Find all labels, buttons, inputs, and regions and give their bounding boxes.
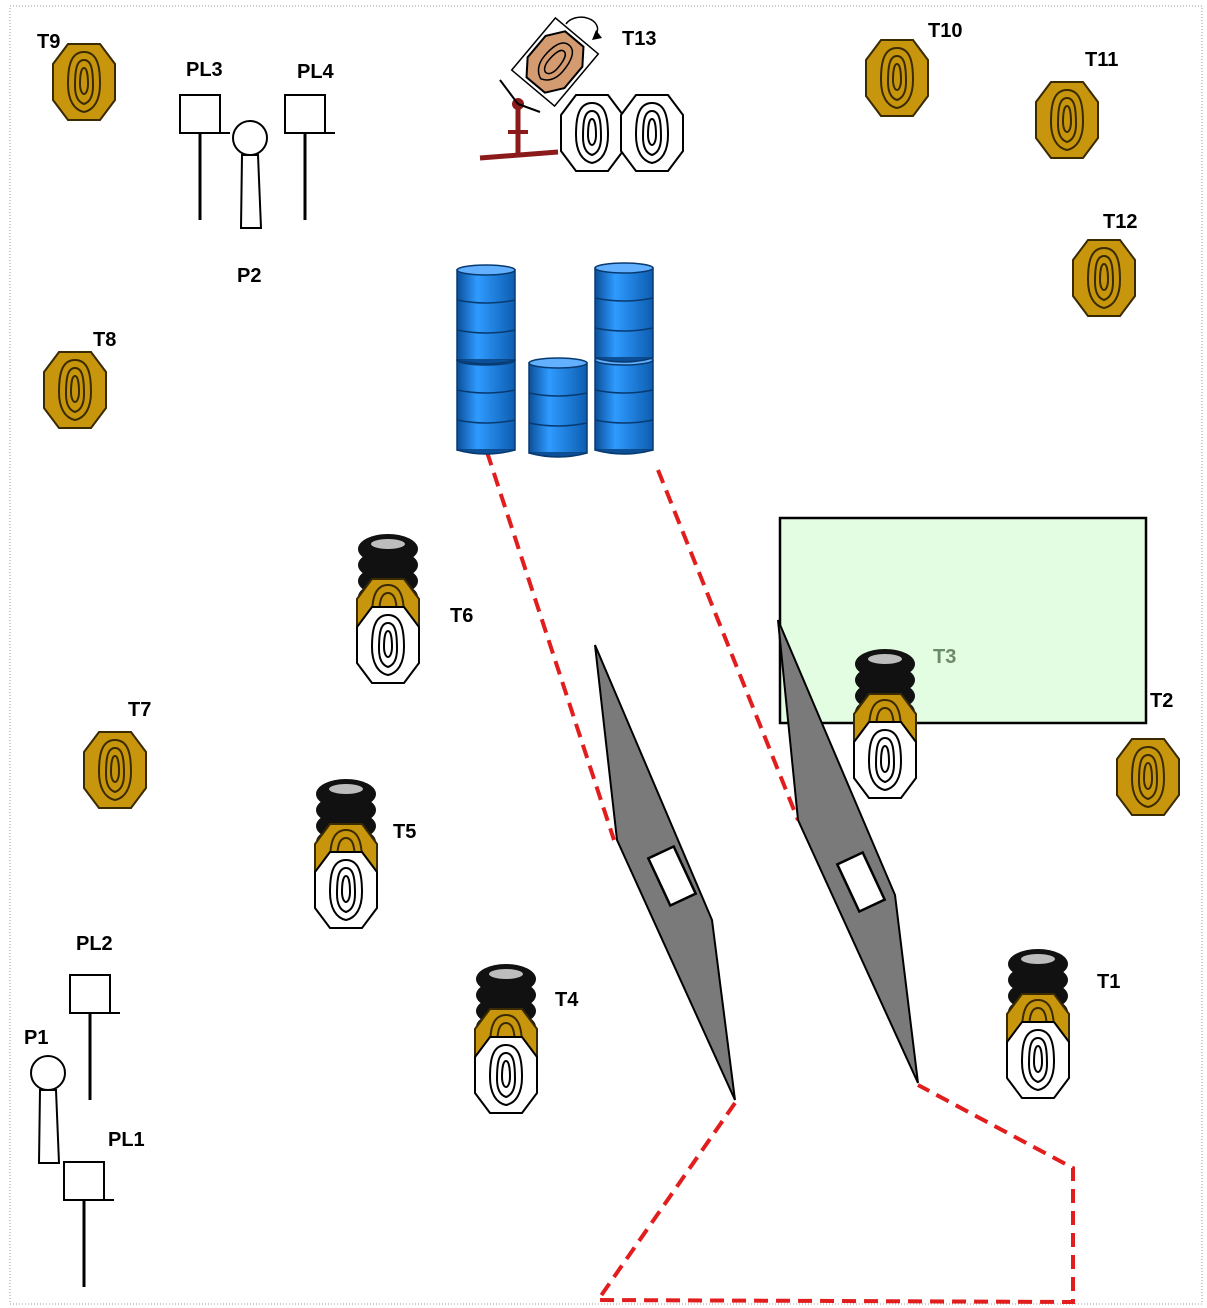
label-t5: T5 [393, 821, 416, 843]
label-t2: T2 [1150, 690, 1173, 712]
label-p2: P2 [237, 265, 261, 287]
label-t9: T9 [37, 31, 60, 53]
label-t8: T8 [93, 329, 116, 351]
steel-target-t12 [1072, 239, 1136, 317]
fault-line-bottom [594, 1083, 1075, 1305]
fault-line-right [656, 469, 800, 821]
tire-target-t4 [475, 964, 537, 1113]
steel-target-t11 [1035, 81, 1099, 159]
shooting-box [778, 516, 1148, 725]
wall-left [594, 644, 736, 1101]
label-t12: T12 [1103, 211, 1137, 233]
post-pl3 [178, 93, 232, 222]
steel-target-t9 [52, 43, 116, 121]
tire-target-t5 [315, 779, 377, 928]
label-t13: T13 [622, 28, 656, 50]
steel-target-t7 [83, 731, 147, 809]
label-t6: T6 [450, 605, 473, 627]
label-t4: T4 [555, 989, 579, 1011]
post-pl2 [68, 973, 122, 1102]
position-p1-figure [30, 1055, 66, 1164]
label-pl2: PL2 [76, 933, 113, 955]
position-p2-figure [232, 120, 268, 229]
barrel-stack [456, 262, 654, 458]
label-pl1: PL1 [108, 1129, 145, 1151]
tire-target-t1 [1007, 949, 1069, 1098]
post-pl4 [283, 93, 337, 222]
steel-target-t8 [43, 351, 107, 429]
label-pl3: PL3 [186, 59, 223, 81]
label-t3: T3 [933, 646, 956, 668]
fault-lines [485, 451, 1075, 1305]
label-t11: T11 [1085, 49, 1118, 71]
label-t1: T1 [1097, 971, 1120, 993]
rotate-arrow-icon [565, 16, 599, 35]
label-pl4: PL4 [297, 61, 335, 83]
label-t7: T7 [128, 699, 151, 721]
steel-target-t10 [865, 39, 929, 117]
steel-target-t2 [1116, 738, 1180, 816]
fault-line-left [485, 451, 616, 841]
wall-right [777, 619, 919, 1084]
tire-target-t6 [357, 534, 419, 683]
tire-target-t3 [854, 649, 916, 798]
swinger-target-t13 [479, 16, 684, 172]
post-pl1 [62, 1160, 116, 1289]
label-p1: P1 [24, 1027, 48, 1049]
label-t10: T10 [928, 20, 962, 42]
